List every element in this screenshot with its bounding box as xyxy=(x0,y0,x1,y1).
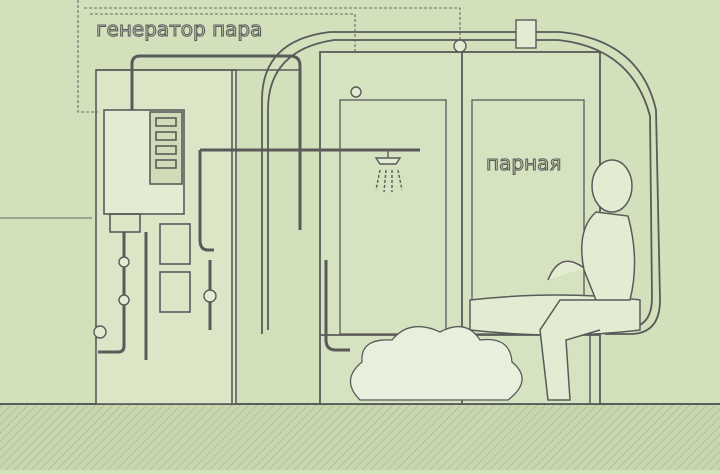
steam-generator-text: генератор пара xyxy=(96,17,262,41)
steam-generator-label: генератор пара xyxy=(95,16,262,41)
ground xyxy=(0,403,720,470)
steam-room-text: парная xyxy=(486,151,561,175)
steam-pipes xyxy=(98,54,420,360)
seated-person-figure xyxy=(539,159,636,401)
pipe-fittings xyxy=(93,39,467,339)
vent-box xyxy=(515,19,537,49)
steam-room-label: парная xyxy=(485,150,561,175)
shower-head-icon xyxy=(374,150,403,193)
steam-generator-unit xyxy=(103,109,191,313)
steam-cloud xyxy=(349,325,523,401)
